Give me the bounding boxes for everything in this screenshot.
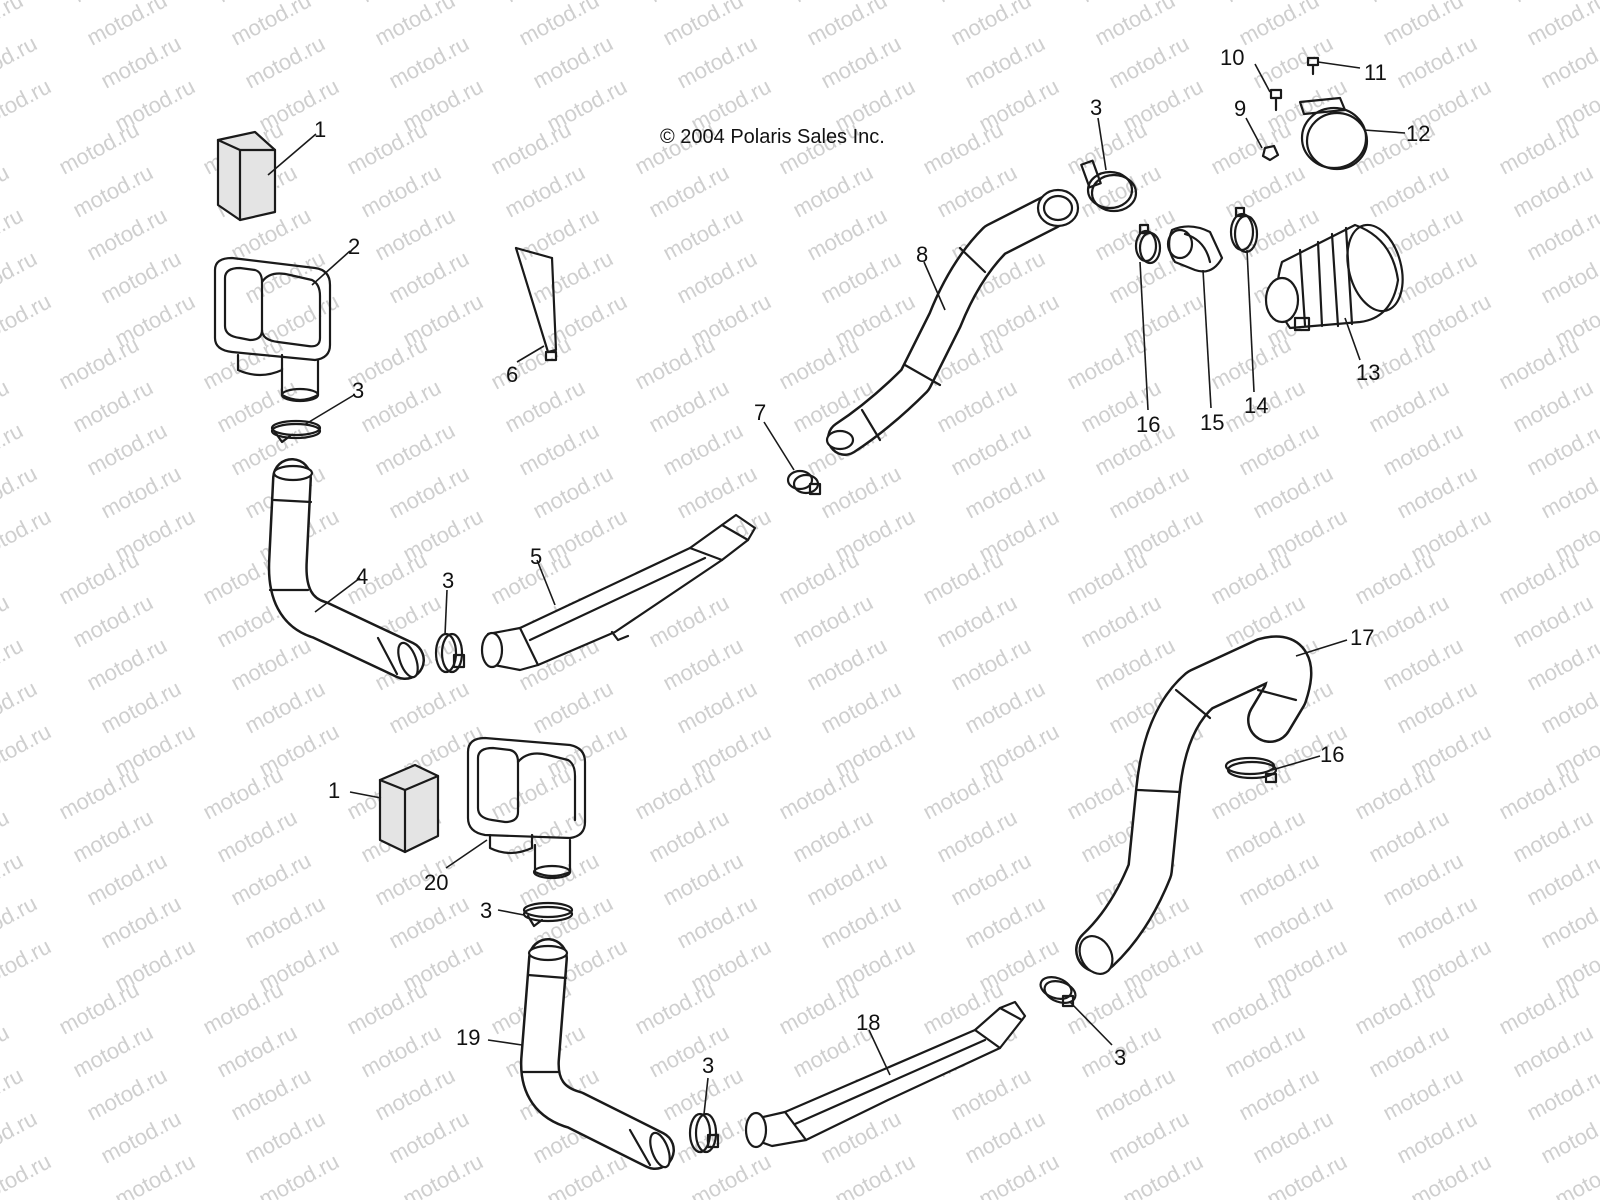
watermark-text: motod.ru [919,1192,1007,1200]
part-6-rod [514,246,558,362]
callout-16-b: 16 [1320,742,1344,767]
callout-1-upper: 1 [314,117,326,142]
part-3-clamp-b [434,632,466,674]
callout-labels: 1 2 3 4 3 5 6 7 8 3 10 11 9 12 13 14 15 … [314,45,1430,1078]
watermark-text: motod.ru [199,1192,287,1200]
part-13-air-filter [1264,223,1404,332]
watermark-text: motod.ru [487,1192,575,1200]
watermark-text: motod.ru [0,719,55,782]
part-1-filter-block-lower [378,763,440,854]
watermark-text: motod.ru [0,504,55,567]
part-17-hose [1075,635,1313,975]
part-19-intake-tube-lower [519,938,675,1170]
watermark-text: motod.ru [0,289,55,352]
part-16-clamp-b [1224,756,1278,784]
part-3-clamp-e [688,1112,720,1154]
part-18-intake-duct-lower [744,1000,1027,1149]
callout-18: 18 [856,1010,880,1035]
watermark-text: motod.ru [775,1192,863,1200]
watermark-text: motod.ru [55,1192,143,1200]
part-3-clamp-d [522,901,574,928]
callout-12: 12 [1406,121,1430,146]
callout-19: 19 [456,1025,480,1050]
watermark-text: motod.ru [343,1192,431,1200]
part-8-hose [825,188,1080,456]
callout-3-c: 3 [1090,95,1102,120]
callout-2: 2 [348,234,360,259]
callout-10: 10 [1220,45,1244,70]
callout-9: 9 [1234,96,1246,121]
part-11-bolt [1306,56,1320,76]
callout-13: 13 [1356,360,1380,385]
part-3-clamp-a [270,419,322,444]
part-10-screw [1269,88,1283,112]
part-9-nut [1261,144,1280,162]
callout-3-d: 3 [480,898,492,923]
part-4-intake-tube-upper [267,458,425,680]
part-14-clamp [1229,206,1259,254]
callout-1-lower: 1 [328,778,340,803]
leader-lines [267,61,1406,1115]
watermark-text: motod.ru [1207,1192,1295,1200]
callout-8: 8 [916,242,928,267]
watermark-text: motod.ru [0,74,55,137]
watermark-text: motod.ru [0,1149,55,1200]
callout-3-f: 3 [1114,1045,1126,1070]
watermark-text: motod.ru [1495,1192,1583,1200]
callout-3-a: 3 [352,378,364,403]
callout-20: 20 [424,870,448,895]
callout-6: 6 [506,362,518,387]
part-16-clamp-a [1134,223,1162,265]
callout-17: 17 [1350,625,1374,650]
copyright-text: © 2004 Polaris Sales Inc. [660,126,885,148]
callout-3-e: 3 [702,1053,714,1078]
watermark-text: motod.ru [631,1192,719,1200]
part-12-band-clamp [1298,96,1369,171]
part-15-coupler [1166,225,1224,273]
part-2-air-silencer-upper [213,256,332,403]
part-7-clamp [786,469,822,496]
callout-5: 5 [530,544,542,569]
watermark-text: motod.ru [0,934,55,997]
part-3-clamp-c [1080,159,1138,213]
part-5-intake-duct-upper [480,513,757,672]
callout-3-b: 3 [442,568,454,593]
callout-14: 14 [1244,393,1268,418]
callout-16-a: 16 [1136,412,1160,437]
callout-7: 7 [754,400,766,425]
watermark-text: motod.ru [1063,1192,1151,1200]
part-20-air-silencer-lower [466,736,587,880]
callout-4: 4 [356,564,368,589]
callout-15: 15 [1200,410,1224,435]
callout-11: 11 [1364,60,1387,85]
part-1-filter-block-upper [216,130,277,222]
part-3-clamp-f [1039,976,1077,1008]
watermark-text: motod.ru [1351,1192,1439,1200]
